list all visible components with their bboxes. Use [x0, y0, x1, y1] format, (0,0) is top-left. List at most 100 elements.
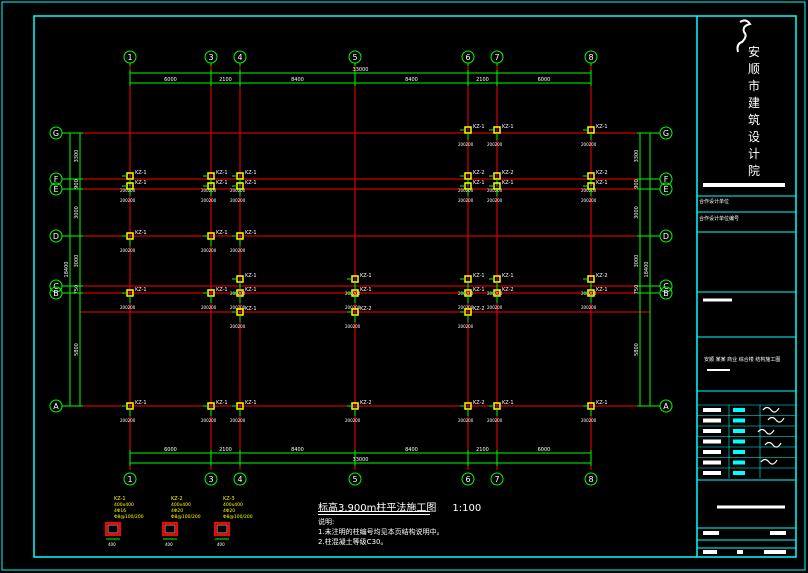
column-label: KZ-1 — [245, 230, 257, 236]
sig-label-block — [703, 408, 721, 412]
axis-bubble-left-A-label: A — [53, 402, 59, 411]
column-dim-text: 200200 — [230, 418, 246, 423]
legend-spec: 4Φ16 — [114, 508, 126, 514]
axis-bubble-left-G-label: G — [53, 129, 59, 138]
sig-cell-block — [733, 439, 745, 444]
signature-scribble — [757, 428, 775, 435]
column-dim-text: 200200 — [230, 198, 246, 203]
column-dim-text: 200200 — [230, 248, 246, 253]
bottom-dim-text: 2100 — [476, 447, 489, 453]
bottom-dim-text: 6000 — [164, 447, 177, 453]
column-label: KZ-1 — [596, 180, 608, 186]
drawing-title-text: 标高3.900m柱平法施工图 — [318, 503, 437, 514]
column-dim-text: 200200 — [201, 418, 217, 423]
title-block-row-1: 合作设计单位 — [699, 199, 730, 205]
column-dim-text: 200200 — [345, 418, 361, 423]
column-label: KZ-2 — [473, 170, 485, 176]
column-dim-text: 200200 — [487, 305, 503, 310]
column-label: KZ-1 — [245, 273, 257, 279]
legend-name-KZ-3: KZ-3 — [223, 496, 235, 502]
axis-bubble-top-1-circle — [123, 50, 137, 64]
column-dim-text: 200200 — [120, 305, 136, 310]
legend-spec: 400x400 — [223, 502, 243, 508]
column-dim-text: 200200 — [458, 291, 474, 296]
column-label: KZ-1 — [135, 400, 147, 406]
column-label: KZ-1 — [216, 180, 228, 186]
axis-bubble-bottom-5-label: 5 — [352, 475, 357, 484]
legend-section-inner — [216, 524, 228, 534]
column-dim-text: 200200 — [581, 188, 597, 193]
column-label: KZ-1 — [135, 230, 147, 236]
legend-name-KZ-1: KZ-1 — [114, 496, 126, 502]
drawing-title: 标高3.900m柱平法施工图 1:100 — [318, 499, 481, 514]
column-dim-text: 200200 — [487, 142, 503, 147]
top-dim-text: 6000 — [538, 77, 551, 83]
column-label: KZ-1 — [473, 273, 485, 279]
column-dim-text: 200200 — [458, 305, 474, 310]
left-dim-text: 3000 — [74, 206, 80, 219]
axis-bubble-top-6-label: 6 — [465, 53, 470, 62]
signature-scribble — [762, 406, 780, 413]
column-dim-text: 200200 — [581, 418, 597, 423]
project-info: 安顺 某某 商业 综合楼 结构施工图 — [704, 357, 781, 363]
column-label: KZ-2 — [596, 273, 608, 279]
axis-bubble-right-A-label: A — [663, 402, 669, 411]
legend-spec: 4Φ20 — [223, 508, 235, 514]
bottom-dim-text: 2100 — [219, 447, 232, 453]
column-dim-text: 200200 — [345, 291, 361, 296]
column-dim-text: 200200 — [230, 305, 246, 310]
axis-bubble-left-B-label: B — [53, 289, 59, 298]
column-label: KZ-1 — [245, 400, 257, 406]
axis-bubble-top-1-label: 1 — [127, 53, 132, 62]
title-block — [697, 19, 796, 554]
left-dim-text: 5800 — [74, 343, 80, 356]
top-dim-total: 33000 — [353, 67, 369, 73]
top-dim-text: 8400 — [291, 77, 304, 83]
column-legend: KZ-1400x4004Φ16Φ8@100/200400KZ-2400x4004… — [105, 496, 253, 547]
column-label: KZ-1 — [245, 306, 257, 312]
right-dim-text: 750 — [634, 285, 640, 295]
drawing-scale: 1:100 — [452, 503, 482, 514]
bottom-dim-text: 8400 — [291, 447, 304, 453]
column-label: KZ-1 — [135, 170, 147, 176]
column-label: KZ-2 — [360, 400, 372, 406]
column-dim-text: 200200 — [120, 198, 136, 203]
sig-cell-block — [733, 418, 745, 423]
axis-bubble-bottom-8-label: 8 — [588, 475, 593, 484]
legend-spec: Φ8@100/200 — [223, 514, 253, 520]
axis-bubble-top-5-label: 5 — [352, 53, 357, 62]
sig-cell-block — [733, 429, 745, 433]
column-dim-text: 200200 — [487, 291, 503, 296]
axis-bubble-bottom-7-circle — [490, 472, 504, 486]
signature-table — [697, 404, 796, 478]
drawing-notes: 说明: 1.未注明的柱编号均见本页结构说明中。 2.柱混凝土等级C30。 — [318, 517, 444, 547]
legend-spec: 400x400 — [171, 502, 191, 508]
axis-bubble-top-7-label: 7 — [494, 53, 499, 62]
legend-dim: 400 — [217, 542, 225, 547]
sig-cell-block — [733, 471, 745, 475]
top-dim-text: 8400 — [405, 77, 418, 83]
axis-lines — [80, 66, 650, 470]
top-dim-text: 2100 — [476, 77, 489, 83]
column-label: KZ-2 — [596, 170, 608, 176]
column-label: KZ-1 — [216, 170, 228, 176]
institute-name: 安顺市建筑设计院 — [747, 45, 760, 178]
column-dim-text: 200200 — [230, 188, 246, 193]
legend-section-KZ-2 — [162, 522, 178, 536]
note-2: 2.柱混凝土等级C30。 — [318, 538, 388, 546]
column-label: KZ-1 — [473, 124, 485, 130]
column-dim-text: 200200 — [487, 198, 503, 203]
column-dim-text: 200200 — [345, 305, 361, 310]
bottom-dim-text: 6000 — [538, 447, 551, 453]
axis-bubble-bottom-1-circle — [123, 472, 137, 486]
column-dim-text: 200200 — [487, 188, 503, 193]
axis-bubble-right-F-label: F — [664, 175, 669, 184]
column-dim-text: 200200 — [581, 291, 597, 296]
column-label: KZ-2 — [473, 400, 485, 406]
legend-spec: 400x400 — [114, 502, 134, 508]
column-dim-text: 200200 — [201, 248, 217, 253]
left-dim-total: 18400 — [64, 262, 70, 278]
column-dim-text: 200200 — [458, 188, 474, 193]
notes-heading: 说明: — [318, 518, 335, 526]
